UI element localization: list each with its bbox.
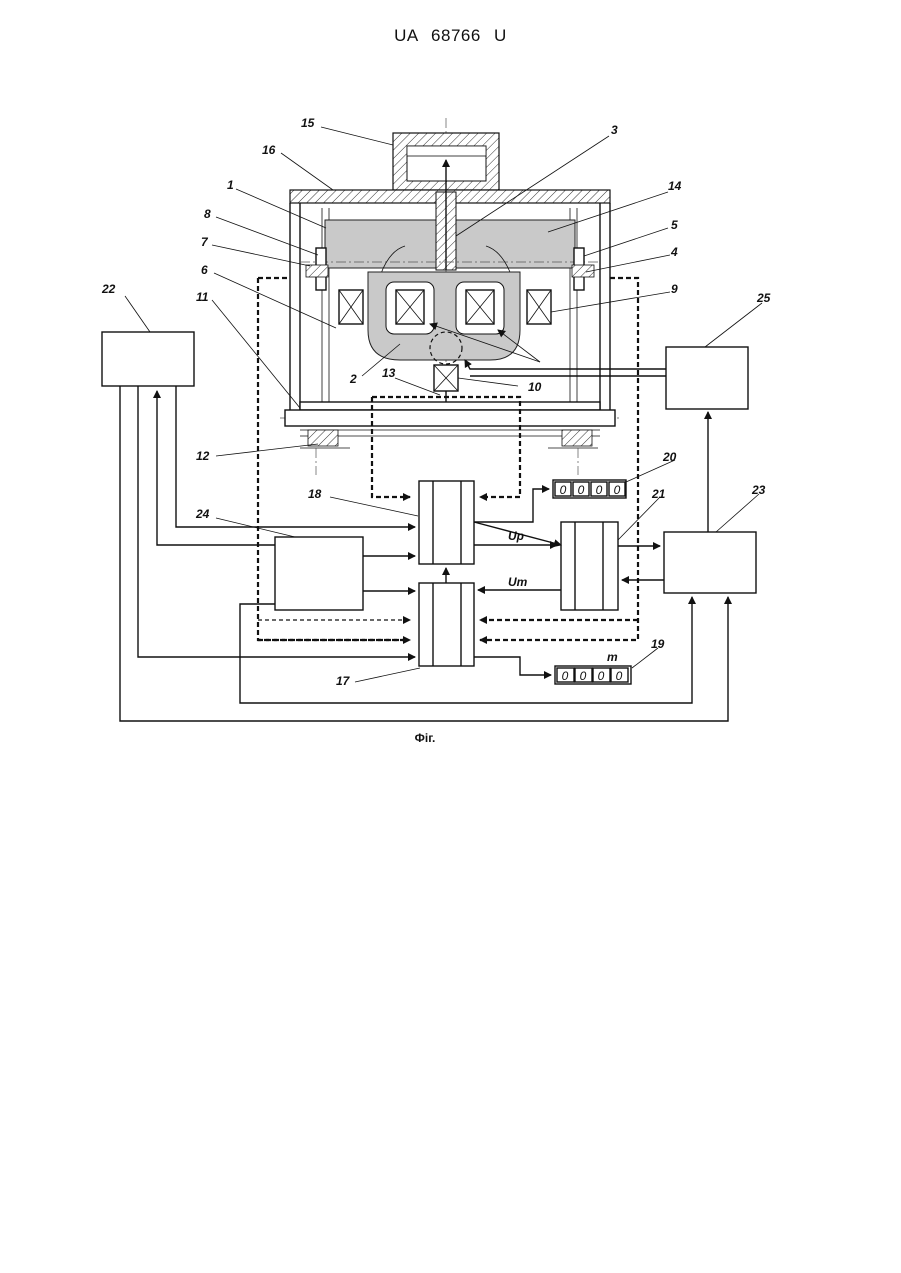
counter-19-digit: 0: [616, 669, 623, 683]
signal-up-label: Up: [508, 529, 524, 543]
callout-11: 11: [196, 290, 209, 304]
callout-8: 8: [204, 207, 211, 221]
callout-4: 4: [670, 245, 678, 259]
callout-25: 25: [756, 291, 771, 305]
callout-9: 9: [671, 282, 678, 296]
counter-19-digit: 0: [562, 669, 569, 683]
block-18: [419, 481, 474, 564]
callout-18: 18: [308, 487, 322, 501]
counter-19-digit: 0: [598, 669, 605, 683]
callout-16: 16: [262, 143, 276, 157]
callout-3: 3: [611, 123, 618, 137]
block-25: [666, 347, 748, 409]
counter-20-digit: 0: [614, 483, 621, 497]
callout-5: 5: [671, 218, 678, 232]
counter-20-digit: 0: [560, 483, 567, 497]
callout-12: 12: [196, 449, 210, 463]
callout-21: 21: [651, 487, 666, 501]
counter-19: 0 0 0 0: [555, 666, 631, 684]
callout-15: 15: [301, 116, 315, 130]
callout-19: 19: [651, 637, 665, 651]
callout-10: 10: [528, 380, 542, 394]
counter-20: 0 0 0 0: [553, 480, 626, 498]
block-21: [561, 522, 618, 610]
mechanical-assembly: [280, 118, 620, 475]
signal-um-label: Um: [508, 575, 528, 589]
block-24: [275, 537, 363, 610]
block-17: [419, 583, 474, 666]
figure-caption: Фіг.: [400, 731, 450, 745]
counter-20-digit: 0: [596, 483, 603, 497]
callout-17: 17: [336, 674, 351, 688]
counter-19-digit: 0: [580, 669, 587, 683]
signal-m-label: m: [607, 650, 618, 664]
callout-1: 1: [227, 178, 234, 192]
block-22: [102, 332, 194, 386]
block-23: [664, 532, 756, 593]
block-diagram: 0 0 0 0 0 0 0 0: [102, 324, 756, 721]
counter-20-digit: 0: [578, 483, 585, 497]
callout-23: 23: [751, 483, 766, 497]
callout-22: 22: [101, 282, 116, 296]
callout-20: 20: [662, 450, 677, 464]
callout-13: 13: [382, 366, 396, 380]
callout-14: 14: [668, 179, 682, 193]
callout-6: 6: [201, 263, 208, 277]
callout-7: 7: [201, 235, 209, 249]
callout-2: 2: [349, 372, 357, 386]
callout-24: 24: [195, 507, 210, 521]
